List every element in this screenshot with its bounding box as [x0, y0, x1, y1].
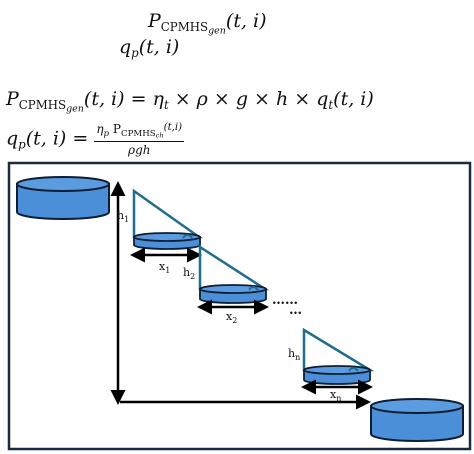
symbol-q: q [6, 127, 19, 150]
equation-power-generated: PCPMHSgen(t, i) [148, 10, 267, 37]
symbol-eta: η [152, 88, 164, 110]
stage-n: hn xn [288, 327, 375, 403]
label-x1: x1 [159, 260, 170, 275]
turbine-icon [248, 286, 259, 291]
args-t-i: (t, i) [333, 88, 374, 110]
label-hn: hn [288, 347, 300, 362]
diagram-frame [7, 161, 472, 451]
subscript-t: t [328, 98, 334, 113]
head-triangle-1 [132, 188, 203, 239]
continuation-dots-vertical: … [289, 303, 302, 318]
subscript-p: p [103, 129, 110, 140]
args-t-i: (t, i) = [25, 127, 89, 150]
stage-2: h2 x2 [183, 244, 270, 325]
continuation-dots-horizontal: …… [272, 293, 298, 308]
symbol-P: P [148, 10, 161, 32]
args-t-i: (t, i) [138, 36, 180, 58]
equation-power-formula: PCPMHSgen(t, i) = ηt × ρ × g × h × qt(t,… [6, 88, 374, 115]
upper-reservoir [16, 176, 110, 220]
equation-flow-formula: qp(t, i) = ηp PCPMHSch(t,i) ρgh [6, 122, 185, 157]
fraction-denominator: ρgh [128, 142, 151, 157]
lower-reservoir [370, 398, 464, 442]
subscript-ch: ch [155, 131, 164, 140]
symbol-eta: η [96, 122, 104, 137]
subscript-cpmhs: CPMHS [160, 20, 209, 35]
equation-flow-pumped: qp(t, i) [119, 36, 179, 60]
fraction: ηp PCPMHSch(t,i) ρgh [94, 122, 185, 157]
stage-1: h1 x1 [117, 188, 203, 275]
head-triangle-n [302, 327, 375, 372]
label-xn: xn [330, 388, 341, 403]
subscript-p: p [18, 137, 26, 152]
formula-product: × ρ × g × h × q [174, 88, 329, 110]
subscript-t: t [163, 98, 169, 113]
label-h2: h2 [183, 266, 195, 281]
symbol-q: q [119, 36, 132, 58]
subscript-gen: gen [66, 103, 84, 115]
args-t-i: (t, i) = [83, 88, 147, 110]
turbine-icon [348, 367, 359, 372]
label-h1: h1 [117, 209, 129, 224]
subscript-cpmhs: CPMHS [120, 129, 156, 140]
subscript-p: p [131, 46, 139, 61]
symbol-P: P [6, 88, 19, 110]
subscript-cpmhs: CPMHS [18, 98, 67, 113]
subscript-gen: gen [208, 25, 226, 37]
symbol-P: P [112, 122, 121, 137]
label-x2: x2 [226, 310, 237, 325]
head-triangle-2 [198, 244, 270, 291]
turbine-icon [182, 234, 193, 239]
fraction-numerator: ηp PCPMHSch(t,i) [94, 122, 185, 142]
args-t-i: (t, i) [225, 10, 267, 32]
args-t-i: (t,i) [163, 122, 183, 133]
